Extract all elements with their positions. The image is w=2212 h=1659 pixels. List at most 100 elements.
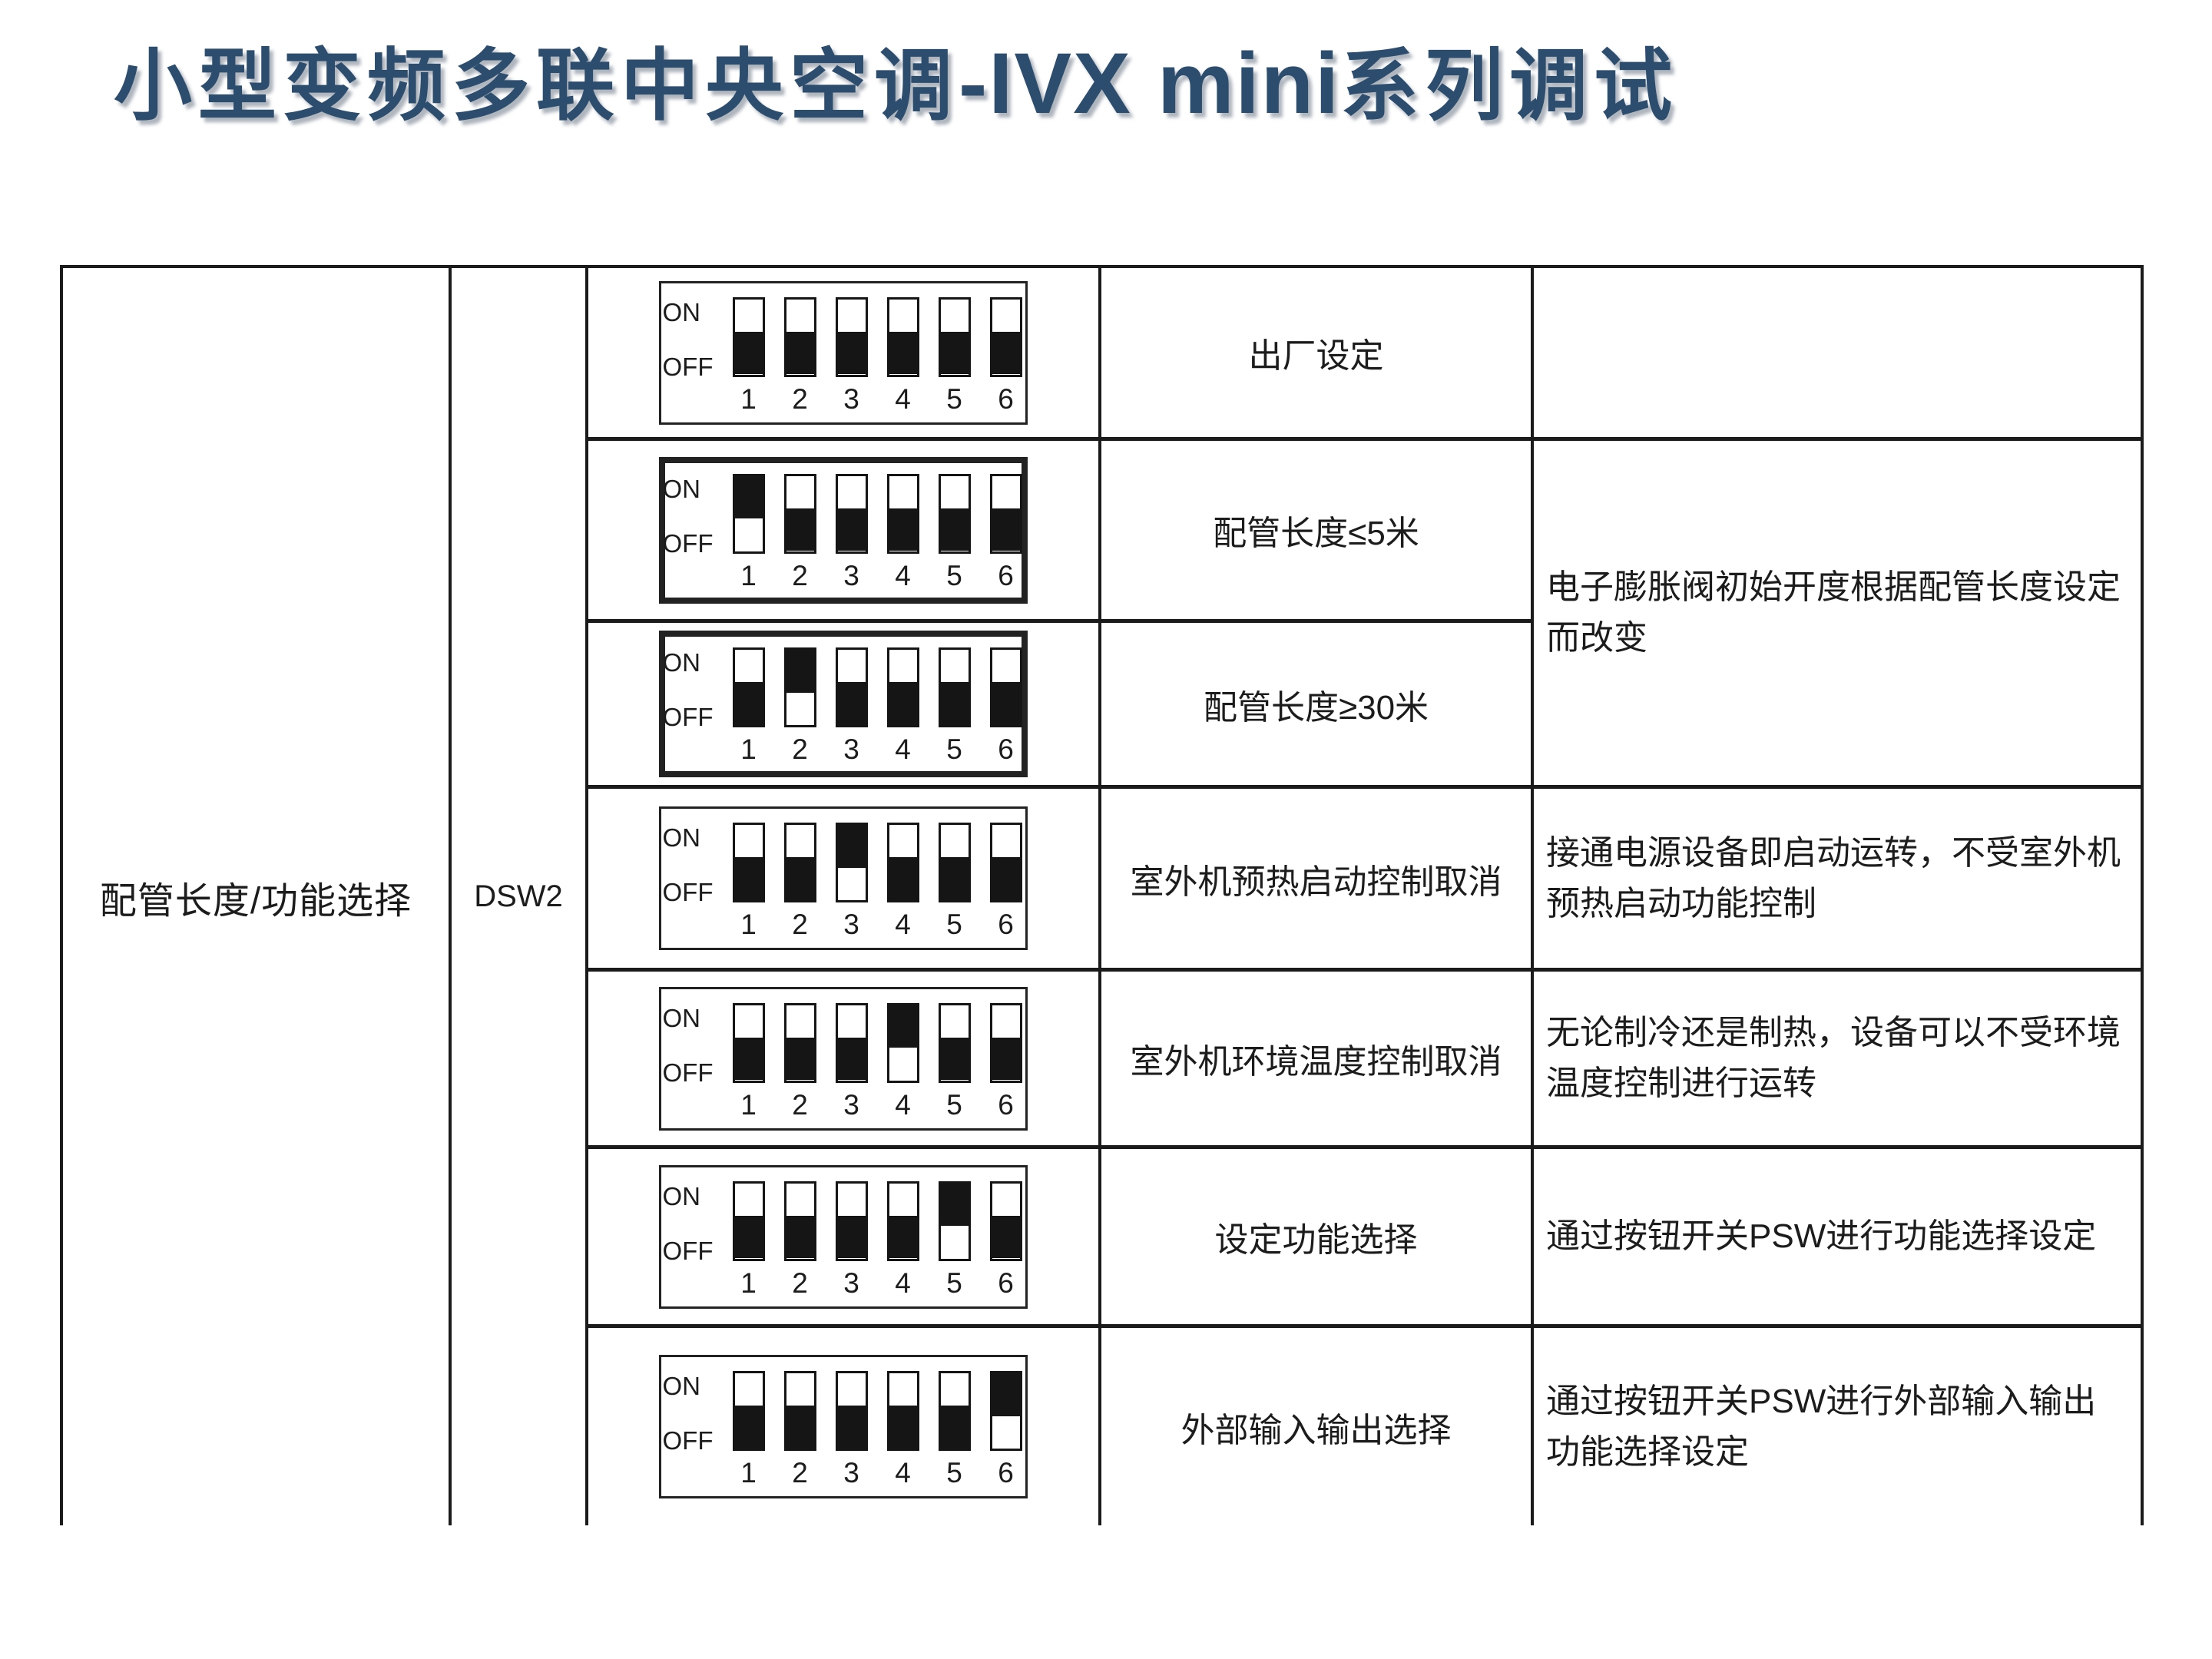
dip-switch-position: 6 <box>988 473 1025 590</box>
dip-toggle-off <box>886 473 919 554</box>
dip-position-number: 4 <box>895 909 911 940</box>
dip-toggle-off <box>732 647 765 727</box>
toggle-upper-half <box>734 1373 763 1406</box>
dip-switch-position: 6 <box>988 1371 1025 1487</box>
toggle-lower-half <box>889 508 917 551</box>
toggle-lower-half <box>734 682 763 725</box>
dip-position-number: 4 <box>895 559 911 591</box>
page-title-product-name: -IVX mini <box>959 35 1341 131</box>
toggle-lower-half <box>786 1215 814 1259</box>
toggle-upper-half <box>734 825 763 858</box>
toggle-lower-half <box>786 331 814 375</box>
dip-position-number: 1 <box>740 1088 757 1121</box>
setting-cell-row6: 设定功能选择 <box>1101 1149 1534 1328</box>
dip-position-number: 6 <box>998 1267 1014 1299</box>
dip-switch-position: 1 <box>730 296 767 415</box>
note-cell-rows2-3-merged: 电子膨胀阀初始开度根据配管长度设定而改变 <box>1534 441 2141 789</box>
dip-switch-position: 4 <box>885 823 922 939</box>
toggle-upper-half <box>837 1005 866 1038</box>
dip-on-label: ON <box>662 474 701 503</box>
dip-toggle-off <box>989 1002 1022 1083</box>
page-title-chinese-prefix: 小型变频多联中央空调 <box>114 40 959 132</box>
setting-cell-row1: 出厂设定 <box>1101 268 1534 441</box>
toggle-lower-half <box>940 331 969 375</box>
dip-switch-position: 4 <box>885 1002 922 1119</box>
toggle-upper-half <box>992 1005 1020 1038</box>
dip-toggle-off <box>989 823 1022 902</box>
toggle-upper-half <box>734 299 763 332</box>
dip-on-label: ON <box>662 1372 701 1400</box>
dip-on-label: ON <box>662 1003 701 1032</box>
toggle-lower-half <box>992 857 1020 900</box>
dip-position-number: 6 <box>998 733 1014 765</box>
toggle-lower-half <box>889 1215 917 1259</box>
dip-toggle-on <box>835 823 868 902</box>
dip-switch-position: 5 <box>936 1371 973 1487</box>
dip-toggle-off <box>732 296 765 377</box>
dip-toggle-on <box>989 1371 1022 1451</box>
category-label: 配管长度/功能选择 <box>99 880 412 922</box>
dip-position-number: 2 <box>792 1088 808 1121</box>
toggle-upper-half <box>992 1373 1020 1416</box>
note-text: 通过按钮开关PSW进行外部输入输出功能选择设定 <box>1546 1382 2097 1471</box>
dip-position-number: 2 <box>792 1457 808 1488</box>
dip-switch-position: 6 <box>988 296 1025 413</box>
dip-switch-position: 1 <box>730 647 767 763</box>
setting-cell-row2: 配管长度≤5米 <box>1101 441 1534 623</box>
toggle-lower-half <box>734 857 763 900</box>
dip-position-number: 2 <box>792 559 808 591</box>
toggle-lower-half <box>992 1215 1020 1259</box>
toggle-upper-half <box>837 1373 866 1406</box>
dip-position-number: 2 <box>792 1267 808 1299</box>
dip-switch-position: 2 <box>782 1371 819 1487</box>
toggle-upper-half <box>734 1183 763 1216</box>
toggle-lower-half <box>940 682 969 725</box>
dip-toggle-off <box>938 647 971 727</box>
setting-label: 外部输入输出选择 <box>1181 1411 1452 1449</box>
note-text: 接通电源设备即启动运转，不受室外机预热启动功能控制 <box>1546 833 2121 922</box>
setting-cell-row3: 配管长度≥30米 <box>1101 623 1534 789</box>
toggle-upper-half <box>837 299 866 332</box>
dip-position-number: 2 <box>792 733 808 765</box>
dip-toggle-off <box>783 473 816 554</box>
dip-switch-position: 4 <box>885 1371 922 1487</box>
dip-position-number: 4 <box>895 733 911 765</box>
toggle-upper-half <box>992 1183 1020 1216</box>
dip-toggle-off <box>938 473 971 554</box>
dip-position-number: 3 <box>843 1267 859 1299</box>
toggle-upper-half <box>837 475 866 508</box>
dip-switch-position: 6 <box>988 1181 1025 1297</box>
dip-position-number: 3 <box>843 909 859 940</box>
toggle-lower-half <box>940 1226 969 1259</box>
note-cell-row1 <box>1534 268 2141 441</box>
dip-on-label: ON <box>662 1181 701 1210</box>
dip-position-number: 1 <box>740 1457 757 1488</box>
toggle-lower-half <box>837 867 866 900</box>
dip-switch-position: 5 <box>936 1002 973 1119</box>
toggle-upper-half <box>786 475 814 508</box>
dip-switch-position: 2 <box>782 823 819 939</box>
dip-toggle-off <box>783 1371 816 1451</box>
dip-switch-position: 5 <box>936 296 973 413</box>
toggle-lower-half <box>786 1037 814 1081</box>
toggle-lower-half <box>837 1215 866 1259</box>
toggle-lower-half <box>992 1416 1020 1449</box>
toggle-lower-half <box>786 692 814 725</box>
dip-position-number: 1 <box>740 382 757 415</box>
toggle-lower-half <box>837 331 866 375</box>
dip-switch-position: 3 <box>833 647 870 763</box>
